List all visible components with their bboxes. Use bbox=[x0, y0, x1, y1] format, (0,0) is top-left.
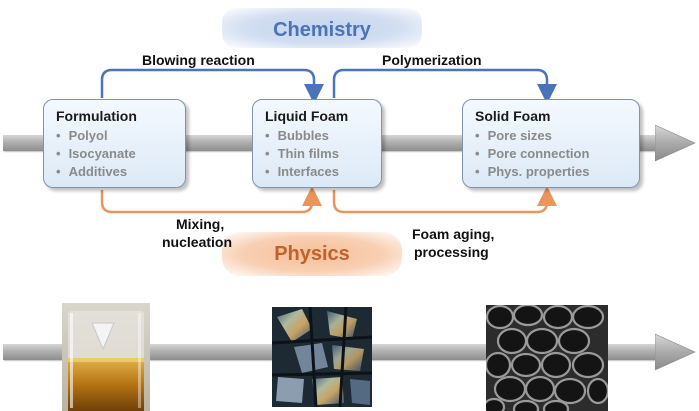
list-item: •Thin films bbox=[265, 146, 339, 161]
process-arrowhead-top bbox=[655, 124, 696, 162]
aging-label-line2: processing bbox=[414, 244, 489, 260]
liquid-foam-list: •Bubbles •Thin films •Interfaces bbox=[265, 127, 371, 181]
list-item: •Bubbles bbox=[265, 128, 329, 143]
beaker-photo bbox=[62, 303, 150, 411]
liquid-foam-box: Liquid Foam •Bubbles •Thin films •Interf… bbox=[252, 99, 382, 188]
aging-connector bbox=[332, 186, 557, 214]
formulation-list: •Polyol •Isocyanate •Additives bbox=[56, 127, 175, 181]
list-item: •Pore connection bbox=[475, 146, 590, 161]
liquid-foam-photo bbox=[272, 307, 372, 407]
solid-foam-title: Solid Foam bbox=[475, 108, 551, 124]
solid-foam-list: •Pore sizes •Pore connection •Phys. prop… bbox=[475, 127, 629, 181]
chemistry-label: Chemistry bbox=[222, 8, 422, 48]
list-item: •Additives bbox=[56, 164, 128, 179]
mixing-label-line1: Mixing, bbox=[176, 216, 225, 232]
list-item: •Polyol bbox=[56, 128, 108, 143]
formulation-title: Formulation bbox=[56, 108, 137, 124]
list-item: •Pore sizes bbox=[475, 128, 552, 143]
chemistry-text: Chemistry bbox=[273, 19, 371, 41]
list-item: •Phys. properties bbox=[475, 164, 590, 179]
solid-foam-box: Solid Foam •Pore sizes •Pore connection … bbox=[462, 99, 640, 188]
physics-text: Physics bbox=[274, 243, 350, 265]
polymerization-label: Polymerization bbox=[382, 52, 482, 68]
polymerization-connector bbox=[332, 68, 557, 104]
solid-foam-micrograph bbox=[486, 305, 608, 411]
list-item: •Isocyanate bbox=[56, 146, 136, 161]
liquid-foam-title: Liquid Foam bbox=[265, 108, 349, 124]
formulation-box: Formulation •Polyol •Isocyanate •Additiv… bbox=[43, 99, 186, 188]
mixing-label-line2: nucleation bbox=[162, 234, 233, 250]
aging-label-line1: Foam aging, bbox=[412, 226, 495, 242]
mixing-connector bbox=[100, 186, 322, 214]
physics-label: Physics bbox=[222, 232, 402, 276]
list-item: •Interfaces bbox=[265, 164, 339, 179]
blowing-reaction-label: Blowing reaction bbox=[142, 52, 255, 68]
process-arrowhead-bottom bbox=[655, 333, 696, 371]
blowing-reaction-connector bbox=[100, 68, 324, 104]
